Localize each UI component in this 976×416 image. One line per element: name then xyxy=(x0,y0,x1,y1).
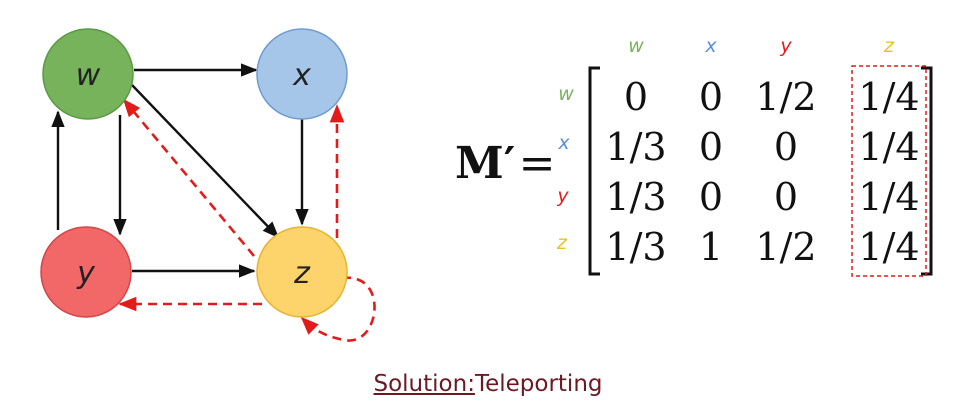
left-bracket xyxy=(588,66,600,276)
row-header-x: x xyxy=(557,132,570,154)
cell-r3-c1: 1 xyxy=(699,225,723,269)
slide-caption: Solution:Teleporting xyxy=(0,371,976,397)
edge-z-self-loop-dashed xyxy=(300,276,376,342)
cell-r1-c2: 0 xyxy=(774,125,798,169)
edge-z-to-w-dashed xyxy=(122,98,255,257)
cell-r2-c0: 1/3 xyxy=(605,175,666,219)
cell-r0-c0: 0 xyxy=(624,75,648,119)
cell-r1-c3: 1/4 xyxy=(858,125,919,169)
node-y-label: y xyxy=(76,256,96,291)
equals-sign: = xyxy=(519,138,556,189)
cell-r0-c3: 1/4 xyxy=(858,75,919,119)
cell-r0-c2: 1/2 xyxy=(755,75,816,119)
node-w: w xyxy=(42,28,134,120)
cell-r1-c0: 1/3 xyxy=(605,125,666,169)
col-header-x: x xyxy=(704,35,717,57)
highlight-column-box xyxy=(851,65,927,277)
cell-r2-c1: 0 xyxy=(699,175,723,219)
cell-r2-c2: 0 xyxy=(774,175,798,219)
cell-r3-c0: 1/3 xyxy=(605,225,666,269)
cell-r2-c3: 1/4 xyxy=(858,175,919,219)
node-z-label: z xyxy=(293,256,311,291)
caption-text: Teleporting xyxy=(474,371,603,397)
cell-r3-c3: 1/4 xyxy=(858,225,919,269)
cell-r0-c1: 0 xyxy=(699,75,723,119)
row-header-y: y xyxy=(556,185,569,207)
node-z: z xyxy=(256,226,348,318)
row-header-z: z xyxy=(556,232,568,254)
edge-w-to-z xyxy=(131,84,280,239)
col-header-z: z xyxy=(883,35,895,57)
node-y: y xyxy=(40,226,132,318)
node-x: x xyxy=(256,28,348,120)
col-header-w: w xyxy=(628,35,644,57)
matrix-label: M′ xyxy=(455,138,515,189)
cell-r1-c1: 0 xyxy=(699,125,723,169)
col-header-y: y xyxy=(779,35,792,57)
transition-graph: w x y z xyxy=(40,28,376,342)
caption-label: Solution: xyxy=(373,371,475,397)
node-x-label: x xyxy=(292,58,311,93)
cell-r3-c2: 1/2 xyxy=(755,225,816,269)
node-w-label: w xyxy=(76,58,101,93)
row-header-w: w xyxy=(558,83,574,105)
transition-matrix: M′ = w x y z w x y z 0 0 1/2 1/4 1/3 0 0… xyxy=(455,35,933,277)
